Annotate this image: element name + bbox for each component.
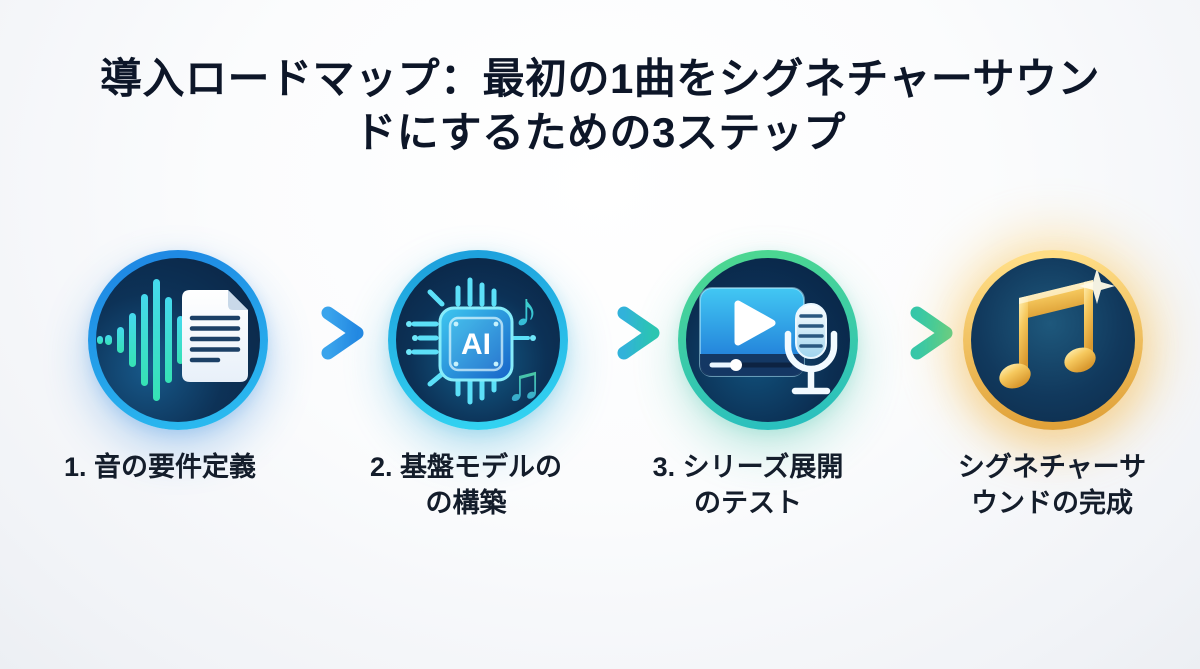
gold-music-note-icon-svg xyxy=(999,268,1115,389)
play-icon xyxy=(734,300,776,346)
arrow-right-icon-1 xyxy=(261,306,364,360)
microphone-icon xyxy=(784,303,838,395)
music-note-icon: ♪ xyxy=(514,284,538,337)
step-3-label: 3. シリーズ展開 のテスト xyxy=(652,452,844,518)
progress-bar xyxy=(709,359,793,371)
step-2-circle: AI ♪ ♫ xyxy=(388,250,568,430)
ai-chip-label: AI xyxy=(461,328,491,361)
step-4-label: シグネチャーサ ウンドの完成 xyxy=(957,452,1147,518)
video-player-microphone-icon-svg xyxy=(699,287,838,395)
ai-chip-music-icon-svg: AI ♪ ♫ xyxy=(406,277,543,411)
page-title: 導入ロードマップ：最初の1曲をシグネチャーサウン ドにするための3ステップ xyxy=(0,52,1200,160)
step-1-label: 1. 音の要件定義 xyxy=(63,452,257,482)
waveform-document-icon-svg xyxy=(97,279,248,401)
audio-waveform-icon xyxy=(97,279,184,401)
waveform-document-icon xyxy=(96,258,260,422)
sparkle-icon xyxy=(1079,268,1115,304)
ai-chip-icon: AI xyxy=(438,306,514,382)
gold-music-note-icon xyxy=(971,258,1135,422)
document-icon xyxy=(182,290,248,382)
arrow-right-icon-2 xyxy=(557,306,660,360)
step-4-circle xyxy=(963,250,1143,430)
page-title-line2: ドにするための3ステップ xyxy=(354,109,846,156)
step-1-circle xyxy=(88,250,268,430)
chip-pin-dots xyxy=(406,321,536,355)
page-title-line1: 導入ロードマップ：最初の1曲をシグネチャーサウン xyxy=(99,55,1101,102)
music-notes-icon: ♫ xyxy=(505,355,543,411)
ai-chip-music-icon: AI ♪ ♫ xyxy=(396,258,560,422)
video-player-microphone-icon xyxy=(686,258,850,422)
step-3-circle xyxy=(678,250,858,430)
video-player-icon xyxy=(699,287,805,377)
arrow-right-icon-3 xyxy=(850,306,953,360)
step-2-label: 2. 基盤モデルの の構築 xyxy=(369,452,563,518)
